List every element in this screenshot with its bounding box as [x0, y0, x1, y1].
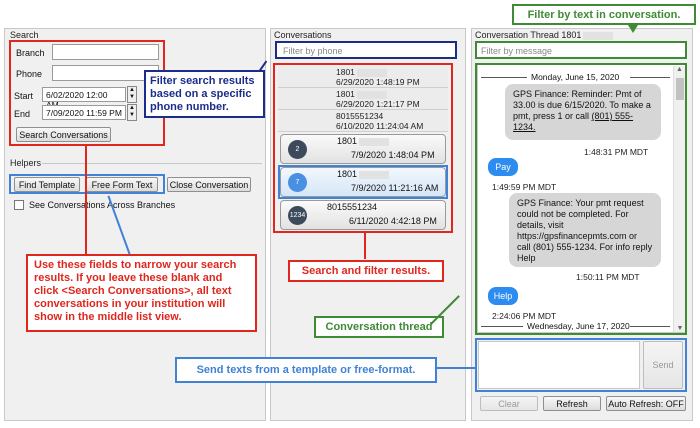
- list-item-number: 1801: [336, 67, 355, 77]
- spin-up-icon[interactable]: ▲: [129, 87, 135, 93]
- conversations-label: Conversations: [274, 30, 332, 40]
- results-highlight: [273, 63, 453, 233]
- date-separator: Monday, June 15, 2020: [531, 72, 620, 82]
- incoming-message: GPS Finance: Reminder: Pmt of 33.00 is d…: [505, 84, 661, 140]
- conversation-card[interactable]: 2 1801 7/9/2020 1:48:04 PM: [280, 134, 446, 164]
- helpers-group-label: Helpers: [10, 158, 42, 168]
- thread-label: Conversation Thread 1801: [475, 30, 614, 40]
- start-label: Start: [14, 91, 34, 101]
- selected-card-highlight: [278, 165, 448, 199]
- list-item-number: 1801: [336, 89, 355, 99]
- card-date: 7/9/2020 11:21:16 AM: [351, 183, 439, 193]
- conversation-card-selected[interactable]: 7 1801 7/9/2020 11:21:16 AM: [280, 167, 446, 197]
- unread-count-badge: 1234: [288, 206, 307, 225]
- list-item[interactable]: 1801 6/29/2020 1:48:19 PM: [278, 66, 448, 88]
- phone-label: Phone: [16, 69, 43, 79]
- end-date-input[interactable]: 7/09/2020 11:59 PM: [42, 105, 126, 120]
- find-template-button[interactable]: Find Template: [14, 177, 80, 192]
- callout-thread: Conversation thread: [314, 316, 444, 338]
- refresh-button[interactable]: Refresh: [543, 396, 601, 411]
- end-label: End: [14, 109, 31, 119]
- message-time: 1:48:31 PM MDT: [584, 147, 649, 157]
- list-item[interactable]: 1801 6/29/2020 1:21:17 PM: [278, 88, 448, 110]
- spin-down-icon[interactable]: ▼: [129, 112, 135, 118]
- start-date-spinner[interactable]: ▲▼: [127, 86, 137, 103]
- clear-button[interactable]: Clear: [480, 396, 538, 411]
- callout-narrow-results: Use these fields to narrow your search r…: [26, 254, 257, 332]
- callout-send: Send texts from a template or free-forma…: [175, 357, 437, 383]
- card-number: 1801: [337, 169, 358, 179]
- free-form-text-button[interactable]: Free Form Text: [86, 177, 158, 192]
- message-time: 1:50:11 PM MDT: [576, 272, 640, 282]
- callout-filter-phone: Filter search results based on a specifi…: [144, 70, 265, 118]
- outgoing-message: Pay: [488, 158, 518, 176]
- callout-filter-text: Filter by text in conversation.: [512, 4, 696, 25]
- helpers-buttons-highlight: [9, 174, 165, 194]
- list-item-number: 8015551234: [336, 111, 384, 121]
- incoming-message: GPS Finance: Your pmt request could not …: [509, 193, 661, 267]
- filter-by-message-input[interactable]: Filter by message: [475, 41, 687, 59]
- search-conversations-button[interactable]: Search Conversations: [16, 127, 111, 142]
- filter-by-phone-placeholder: Filter by phone: [283, 46, 343, 56]
- list-item-date: 6/29/2020 1:48:19 PM: [336, 77, 420, 87]
- scroll-down-icon[interactable]: ▼: [676, 325, 684, 332]
- helpers-divider: [42, 163, 262, 164]
- list-item-date: 6/10/2020 11:24:04 AM: [336, 121, 424, 131]
- spin-down-icon[interactable]: ▼: [129, 94, 135, 100]
- start-date-input[interactable]: 6/02/2020 12:00 AM: [42, 87, 126, 110]
- card-date: 7/9/2020 1:48:04 PM: [351, 150, 435, 160]
- card-number: 8015551234: [327, 202, 378, 212]
- date-separator: Wednesday, June 17, 2020: [527, 321, 630, 331]
- callout-search-filter: Search and filter results.: [288, 260, 444, 282]
- end-date-spinner[interactable]: ▲▼: [127, 104, 137, 121]
- message-time: 1:49:59 PM MDT: [492, 182, 557, 192]
- message-time: 2:24:06 PM MDT: [492, 311, 557, 321]
- card-number: 1801: [337, 136, 358, 146]
- thread-scrollbar[interactable]: ▲ ▼: [673, 66, 685, 332]
- message-compose-input[interactable]: [478, 341, 640, 389]
- see-across-branches-checkbox[interactable]: [14, 200, 24, 210]
- phone-link[interactable]: (801) 555-1234.: [513, 111, 634, 132]
- phone-input[interactable]: [52, 65, 159, 81]
- see-across-branches-label: See Conversations Across Branches: [29, 200, 176, 210]
- outgoing-message: Help: [488, 287, 518, 305]
- filter-by-message-placeholder: Filter by message: [481, 46, 553, 56]
- close-conversation-button[interactable]: Close Conversation: [167, 177, 251, 192]
- branch-label: Branch: [16, 48, 45, 58]
- conversation-card[interactable]: 1234 8015551234 6/11/2020 4:42:18 PM: [280, 200, 446, 230]
- auto-refresh-toggle[interactable]: Auto Refresh: OFF: [606, 396, 686, 411]
- filter-by-phone-input[interactable]: Filter by phone: [275, 41, 457, 59]
- search-group-label: Search: [10, 30, 39, 40]
- scroll-up-icon[interactable]: ▲: [676, 66, 683, 73]
- scroll-thumb[interactable]: [676, 78, 684, 100]
- compose-highlight: [475, 338, 687, 392]
- unread-count-badge: 7: [288, 173, 307, 192]
- card-date: 6/11/2020 4:42:18 PM: [349, 216, 437, 226]
- spin-up-icon[interactable]: ▲: [129, 105, 135, 111]
- branch-input[interactable]: [52, 44, 159, 60]
- list-item[interactable]: 8015551234 6/10/2020 11:24:04 AM: [278, 110, 448, 132]
- unread-count-badge: 2: [288, 140, 307, 159]
- thread-highlight: [475, 63, 687, 335]
- send-button[interactable]: Send: [643, 341, 683, 389]
- list-item-date: 6/29/2020 1:21:17 PM: [336, 99, 420, 109]
